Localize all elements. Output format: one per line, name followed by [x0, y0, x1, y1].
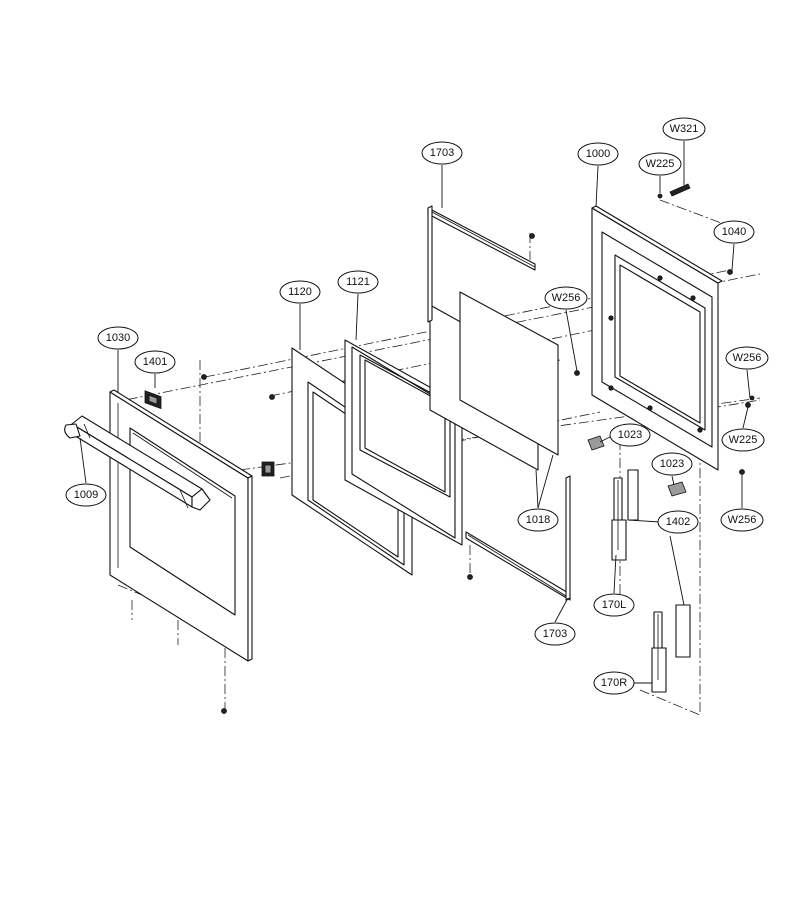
callout-1402: 1402 [657, 510, 699, 534]
callout-label: 1121 [346, 276, 370, 288]
callout-label: 170L [602, 599, 626, 611]
screw-w321 [669, 183, 691, 197]
callout-label: 1000 [586, 148, 610, 160]
callout-label: W225 [646, 158, 675, 170]
screws-front [201, 233, 580, 714]
callout-1023-left: 1023 [609, 423, 651, 447]
callout-1018: 1018 [517, 508, 559, 532]
hinge-bracket-upper [144, 390, 162, 410]
callout-1009: 1009 [65, 483, 107, 507]
block-1023-right [667, 481, 687, 497]
callout-170l: 170L [593, 593, 635, 617]
callout-1030: 1030 [97, 326, 139, 350]
hinge-170r [651, 604, 691, 693]
gasket-lower [465, 475, 571, 601]
glass-panes-1018 [429, 291, 559, 471]
callout-label: W256 [552, 292, 581, 304]
hinge-bracket-lower [261, 461, 275, 477]
callout-label: W225 [729, 434, 758, 446]
callout-w256-right: W256 [725, 346, 769, 370]
leader-lines [79, 141, 751, 684]
callout-w256-lower: W256 [720, 508, 764, 532]
callout-w225-upper: W225 [638, 152, 682, 176]
callout-1401: 1401 [134, 350, 176, 374]
callout-label: W256 [728, 514, 757, 526]
hinge-170l [611, 469, 639, 561]
callout-label: W321 [670, 123, 699, 135]
callout-1040: 1040 [713, 220, 755, 244]
callout-label: 1030 [106, 332, 130, 344]
callout-1120: 1120 [279, 280, 321, 304]
callout-label: 1018 [526, 514, 550, 526]
front-door-panel [109, 389, 253, 662]
callout-1023-right: 1023 [651, 452, 693, 476]
callout-label: 1703 [543, 628, 567, 640]
rear-door-panel [591, 193, 755, 475]
callout-1703-upper: 1703 [421, 141, 463, 165]
callout-170r: 170R [593, 671, 635, 695]
callout-label: 1401 [143, 356, 167, 368]
callout-1703-lower: 1703 [534, 622, 576, 646]
callout-label: W256 [733, 352, 762, 364]
callout-1000: 1000 [577, 142, 619, 166]
callout-label: 1009 [74, 489, 98, 501]
callout-w225-lower: W225 [721, 428, 765, 452]
callout-label: 1023 [660, 458, 684, 470]
callout-label: 1023 [618, 429, 642, 441]
door-handle [64, 415, 211, 511]
callout-1121: 1121 [337, 270, 379, 294]
callout-label: 1040 [722, 226, 746, 238]
callout-label: 170R [601, 677, 627, 689]
block-1023-left [587, 435, 605, 451]
callout-label: 1703 [430, 147, 454, 159]
callout-label: 1120 [288, 286, 312, 298]
gasket-upper [427, 205, 536, 323]
callout-w256-upper: W256 [544, 286, 588, 310]
callout-label: 1402 [666, 516, 690, 528]
callout-w321: W321 [662, 117, 706, 141]
